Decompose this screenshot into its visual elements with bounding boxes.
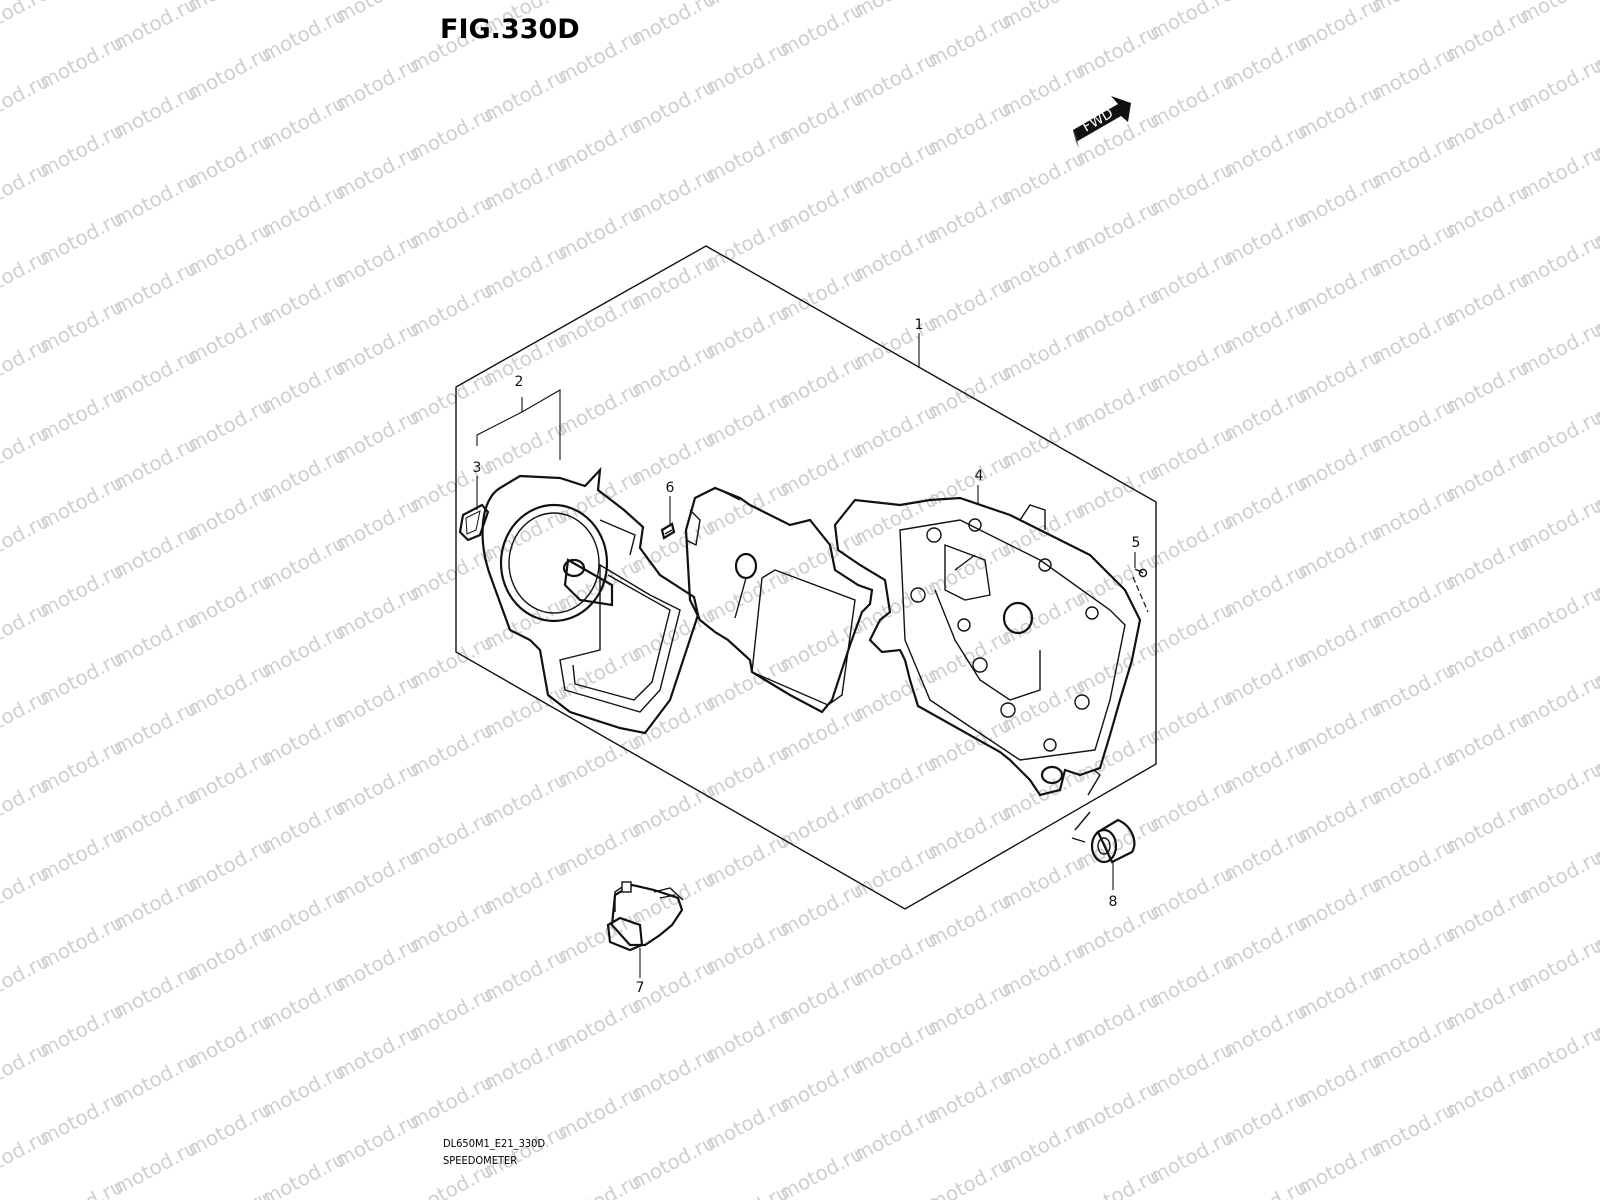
pointer <box>660 522 676 540</box>
assembly-boundary <box>455 245 1157 910</box>
fwd-arrow-icon: FWD <box>1073 96 1131 148</box>
callout-3: 3 <box>473 460 482 476</box>
callouts: 1 2 3 4 5 6 7 8 <box>473 317 1141 996</box>
figure-title: FIG.330D <box>440 14 580 45</box>
cushion <box>1071 769 1136 864</box>
callout-2: 2 <box>515 374 524 390</box>
inner-panel <box>684 486 874 714</box>
figure-code: DL650M1_E21_330D <box>443 1137 546 1150</box>
front-case <box>481 466 700 735</box>
screw <box>1132 568 1149 613</box>
lower-case <box>833 496 1142 797</box>
callout-6: 6 <box>666 480 675 496</box>
leader-lines <box>476 333 1136 978</box>
fwd-label: FWD <box>1080 105 1116 135</box>
callout-1: 1 <box>915 317 924 333</box>
connector-socket <box>606 881 684 952</box>
switch-knob <box>458 503 490 542</box>
figure-caption: SPEEDOMETER <box>443 1154 518 1167</box>
callout-7: 7 <box>636 980 645 996</box>
callout-4: 4 <box>975 468 984 484</box>
callout-5: 5 <box>1132 535 1141 551</box>
callout-8: 8 <box>1109 894 1118 910</box>
